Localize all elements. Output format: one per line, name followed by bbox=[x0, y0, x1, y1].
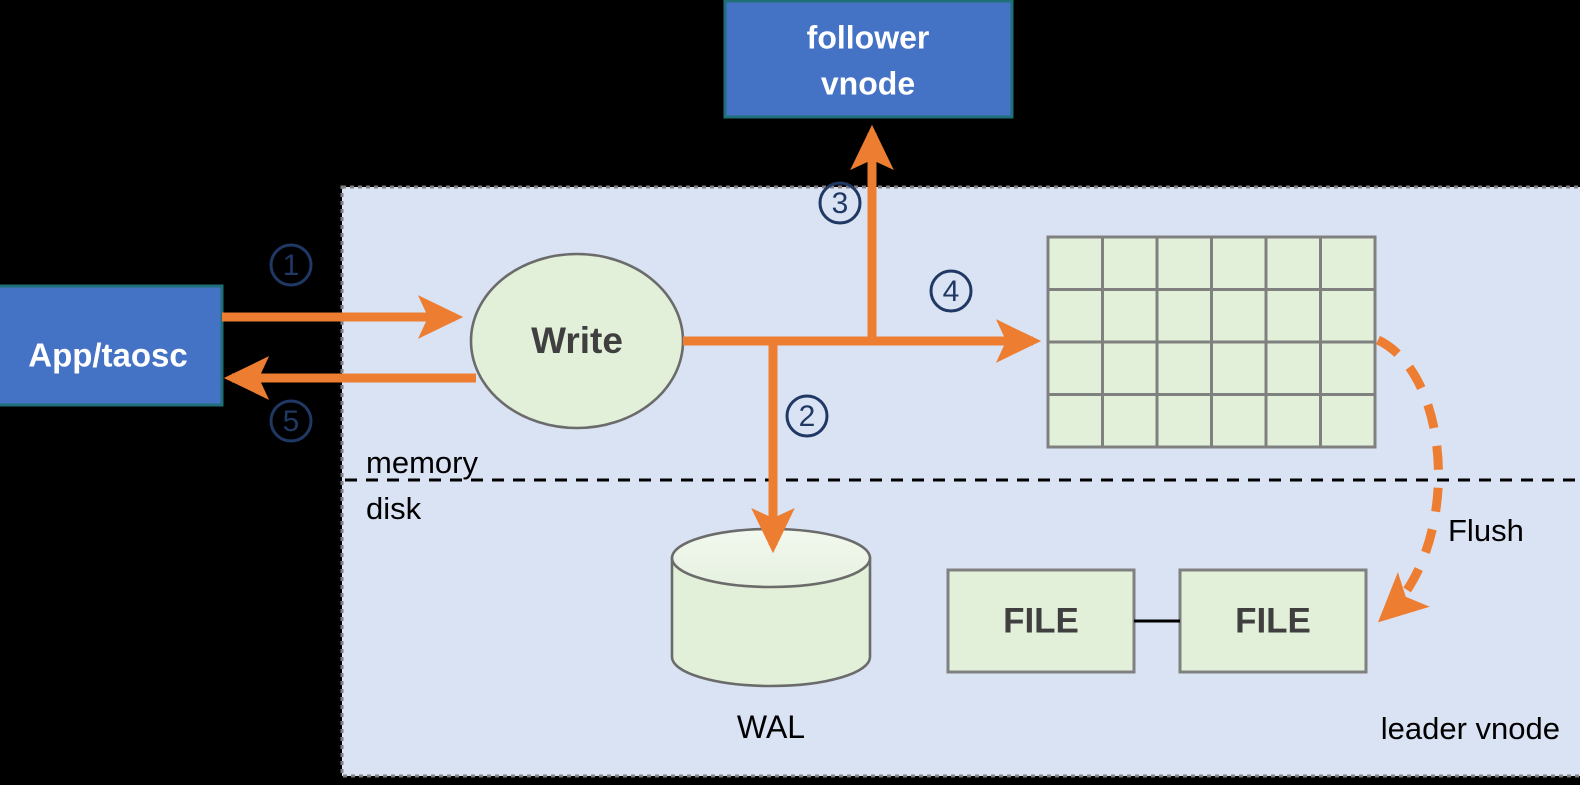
memtable-cell bbox=[1101, 288, 1159, 344]
edge-flush-memtable-to-file bbox=[1375, 335, 1443, 623]
memtable-cell bbox=[1155, 340, 1213, 396]
step-badge-4-label: 4 bbox=[943, 275, 960, 308]
wal-label: WAL bbox=[737, 709, 805, 745]
app-taosc-box[interactable] bbox=[0, 284, 224, 407]
memtable-cell bbox=[1101, 340, 1159, 396]
memtable-cell bbox=[1319, 235, 1377, 291]
flush-label: Flush bbox=[1448, 513, 1524, 548]
memtable-cell bbox=[1319, 340, 1377, 396]
memtable-cell bbox=[1319, 393, 1377, 449]
file-box-right-label: FILE bbox=[1235, 601, 1311, 640]
file-box-right[interactable] bbox=[1178, 568, 1368, 674]
follower-vnode-box[interactable] bbox=[723, 0, 1014, 119]
memory-label: memory bbox=[366, 445, 478, 480]
memtable-cell bbox=[1046, 340, 1104, 396]
write-node-label: Write bbox=[531, 320, 623, 361]
step-badge-1: 1 bbox=[269, 243, 313, 287]
step-badge-1-label: 1 bbox=[283, 249, 300, 282]
memtable-cell bbox=[1046, 393, 1104, 449]
app-taosc-label: App/taosc bbox=[28, 337, 188, 374]
memtable-cell bbox=[1155, 393, 1213, 449]
wal-cylinder-body bbox=[670, 556, 872, 688]
memtable-cell bbox=[1210, 340, 1268, 396]
disk-label: disk bbox=[366, 491, 422, 526]
memtable-cell bbox=[1264, 393, 1322, 449]
follower-vnode-label-line2: vnode bbox=[821, 65, 915, 101]
step-badge-5: 5 bbox=[269, 399, 313, 443]
memtable-cell bbox=[1210, 235, 1268, 291]
memtable-cell bbox=[1264, 288, 1322, 344]
follower-vnode-label-line1: follower bbox=[807, 19, 930, 55]
step-badge-3: 3 bbox=[818, 181, 862, 225]
memtable-grid[interactable] bbox=[1046, 235, 1377, 449]
leader-vnode-label: leader vnode bbox=[1381, 711, 1560, 746]
memtable-cell bbox=[1264, 235, 1322, 291]
memtable-cell bbox=[1155, 235, 1213, 291]
memtable-cell bbox=[1319, 288, 1377, 344]
file-box-left[interactable] bbox=[946, 568, 1136, 674]
step-badge-4: 4 bbox=[929, 269, 973, 313]
memtable-cell bbox=[1155, 288, 1213, 344]
step-badge-2-label: 2 bbox=[799, 400, 816, 433]
wal-cylinder[interactable] bbox=[670, 527, 872, 688]
memtable-cell bbox=[1101, 235, 1159, 291]
memtable-cell bbox=[1101, 393, 1159, 449]
step-badge-5-label: 5 bbox=[283, 405, 300, 438]
file-box-left-label: FILE bbox=[1003, 601, 1079, 640]
memtable-cell bbox=[1046, 235, 1104, 291]
memtable-cell bbox=[1046, 288, 1104, 344]
step-badge-2: 2 bbox=[785, 394, 829, 438]
memtable-cell bbox=[1264, 340, 1322, 396]
memtable-cell bbox=[1210, 393, 1268, 449]
memtable-cell bbox=[1210, 288, 1268, 344]
step-badge-3-label: 3 bbox=[832, 187, 849, 220]
